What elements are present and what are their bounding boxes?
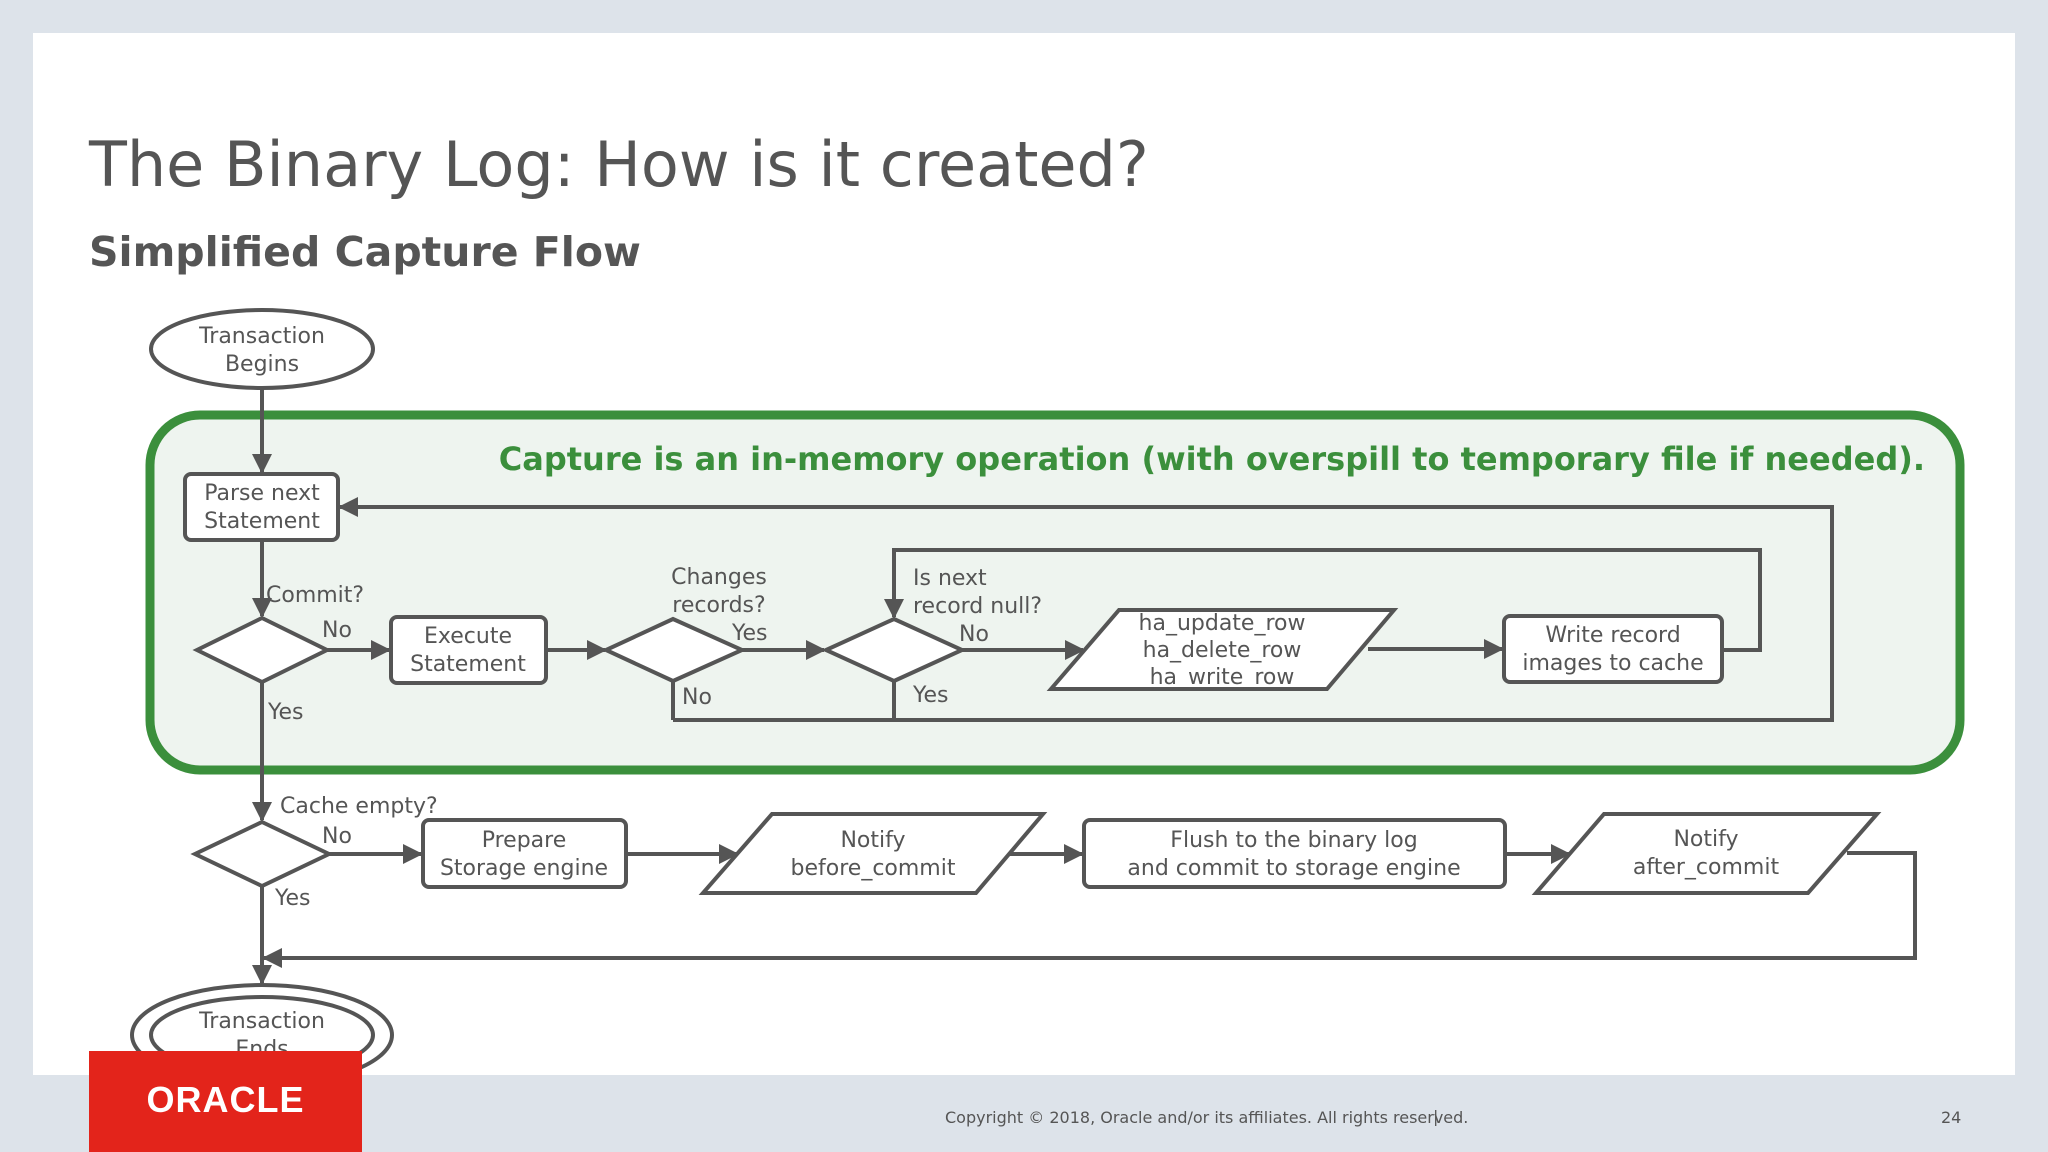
- label-changes-question-1: Changes: [671, 565, 767, 590]
- oracle-logo: ORACLE: [89, 1051, 362, 1152]
- decision-cache-empty: [190, 819, 334, 889]
- node-write-record-images: [1502, 614, 1724, 684]
- decision-changes-records: [601, 616, 747, 684]
- label-write-1: Write record: [1545, 623, 1680, 648]
- node-flush-binary-log: [1082, 818, 1507, 889]
- label-cache-no: No: [322, 824, 352, 849]
- edge-loop-back-to-parse: [338, 497, 1834, 722]
- label-transaction-ends-1: Transaction: [198, 1009, 325, 1034]
- label-cache-question: Cache empty?: [280, 794, 438, 819]
- oracle-logo-text: ORACLE: [146, 1079, 305, 1120]
- label-flush-1: Flush to the binary log: [1170, 828, 1417, 853]
- footer-separator: |: [1433, 1107, 1439, 1126]
- label-ha-1: ha_update_row: [1139, 611, 1306, 636]
- label-changes-question-2: records?: [672, 593, 765, 618]
- node-notify-before-commit: [698, 812, 1048, 895]
- label-parse-1: Parse next: [204, 481, 320, 506]
- label-execute-2: Statement: [410, 652, 526, 677]
- label-transaction-begins-1: Transaction: [198, 324, 325, 349]
- node-notify-after-commit: [1531, 812, 1882, 895]
- label-parse-2: Statement: [204, 509, 320, 534]
- label-commit-yes: Yes: [267, 700, 304, 725]
- label-flush-2: and commit to storage engine: [1127, 856, 1460, 881]
- edge-notify-after-to-ends: [262, 851, 1917, 968]
- node-prepare-storage-engine: [421, 818, 628, 889]
- label-null-no: No: [959, 622, 989, 647]
- node-ha-operations: [1046, 608, 1399, 691]
- footer-copyright: Copyright © 2018, Oracle and/or its affi…: [945, 1108, 1469, 1127]
- capture-note: Capture is an in-memory operation (with …: [499, 440, 1925, 478]
- label-prepare-2: Storage engine: [440, 856, 608, 881]
- label-ha-3: ha_write_row: [1150, 665, 1295, 690]
- label-notify-after-2: after_commit: [1633, 855, 1780, 880]
- label-changes-no: No: [682, 685, 712, 710]
- label-commit-question: Commit?: [266, 583, 364, 608]
- node-transaction-begins: [149, 308, 375, 390]
- label-null-question-2: record null?: [913, 594, 1042, 619]
- label-write-2: images to cache: [1522, 651, 1703, 676]
- label-prepare-1: Prepare: [482, 828, 567, 853]
- slide-subtitle: Simplified Capture Flow: [89, 228, 641, 276]
- label-commit-no: No: [322, 618, 352, 643]
- page-number: 24: [1941, 1108, 1962, 1127]
- label-notify-before-2: before_commit: [791, 856, 956, 881]
- node-execute-statement: [389, 615, 548, 685]
- label-changes-yes: Yes: [731, 621, 768, 646]
- label-notify-after-1: Notify: [1673, 827, 1738, 852]
- label-ha-2: ha_delete_row: [1143, 638, 1302, 663]
- slide-title: The Binary Log: How is it created?: [89, 128, 1149, 201]
- label-null-question-1: Is next: [913, 566, 987, 591]
- label-execute-1: Execute: [424, 624, 512, 649]
- label-null-yes: Yes: [912, 683, 949, 708]
- decision-next-record-null: [821, 616, 967, 684]
- node-parse-next-statement: [183, 472, 340, 542]
- decision-commit: [192, 615, 332, 685]
- label-notify-before-1: Notify: [840, 828, 905, 853]
- edge-write-loop-to-null: [884, 548, 1762, 652]
- label-transaction-begins-2: Begins: [225, 352, 299, 377]
- label-cache-yes: Yes: [274, 886, 311, 911]
